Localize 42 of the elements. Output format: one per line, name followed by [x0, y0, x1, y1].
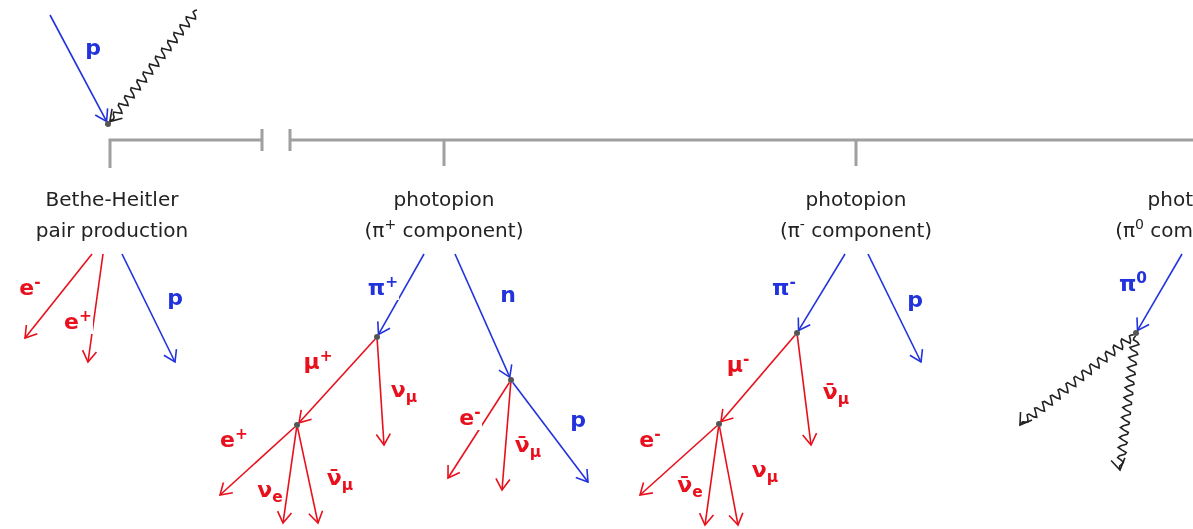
process-label: photopion: [392, 186, 496, 213]
arrow: [298, 338, 376, 424]
process-label: (π$^{-}$ component): [778, 215, 934, 244]
arrow: [24, 253, 93, 339]
arrow: [49, 14, 109, 123]
arrow: [639, 425, 718, 496]
arrow: [276, 427, 298, 524]
particle-label: π$^{+}$: [366, 275, 400, 301]
process-label: Bethe-Heitler pair production: [27, 184, 197, 254]
process-label: phot: [1146, 186, 1193, 213]
arrow: [296, 427, 324, 524]
decay-vertex: [374, 334, 380, 340]
arrow: [1136, 253, 1183, 332]
arrow: [447, 381, 511, 479]
photon-arrow: [109, 9, 198, 123]
arrow: [512, 381, 589, 483]
arrow: [219, 426, 296, 496]
arrow: [377, 253, 425, 336]
process-label: (π$^{0}$ com: [1114, 215, 1193, 244]
photon-arrow: [1019, 334, 1135, 426]
decay-vertex: [1133, 330, 1139, 336]
arrow: [698, 426, 720, 526]
decay-vertex: [716, 421, 722, 427]
arrow: [867, 253, 924, 363]
decay-vertex: [294, 422, 300, 428]
photon-arrow: [1110, 335, 1141, 471]
arrow: [81, 253, 104, 363]
decay-vertex: [508, 377, 514, 383]
arrow: [454, 253, 513, 379]
arrow: [718, 426, 744, 526]
decay-vertex: [105, 121, 111, 127]
process-label: photopion: [804, 186, 908, 213]
arrow: [797, 253, 846, 332]
arrow: [720, 334, 796, 423]
particle-label: μ$^{+}$: [302, 349, 334, 375]
particle-label: e$^{+}$: [63, 309, 93, 335]
arrow: [121, 253, 178, 363]
process-label: (π$^{+}$ component): [363, 215, 525, 244]
arrow: [375, 339, 392, 446]
arrow: [796, 335, 818, 446]
decay-vertex: [794, 330, 800, 336]
arrow: [495, 382, 512, 491]
